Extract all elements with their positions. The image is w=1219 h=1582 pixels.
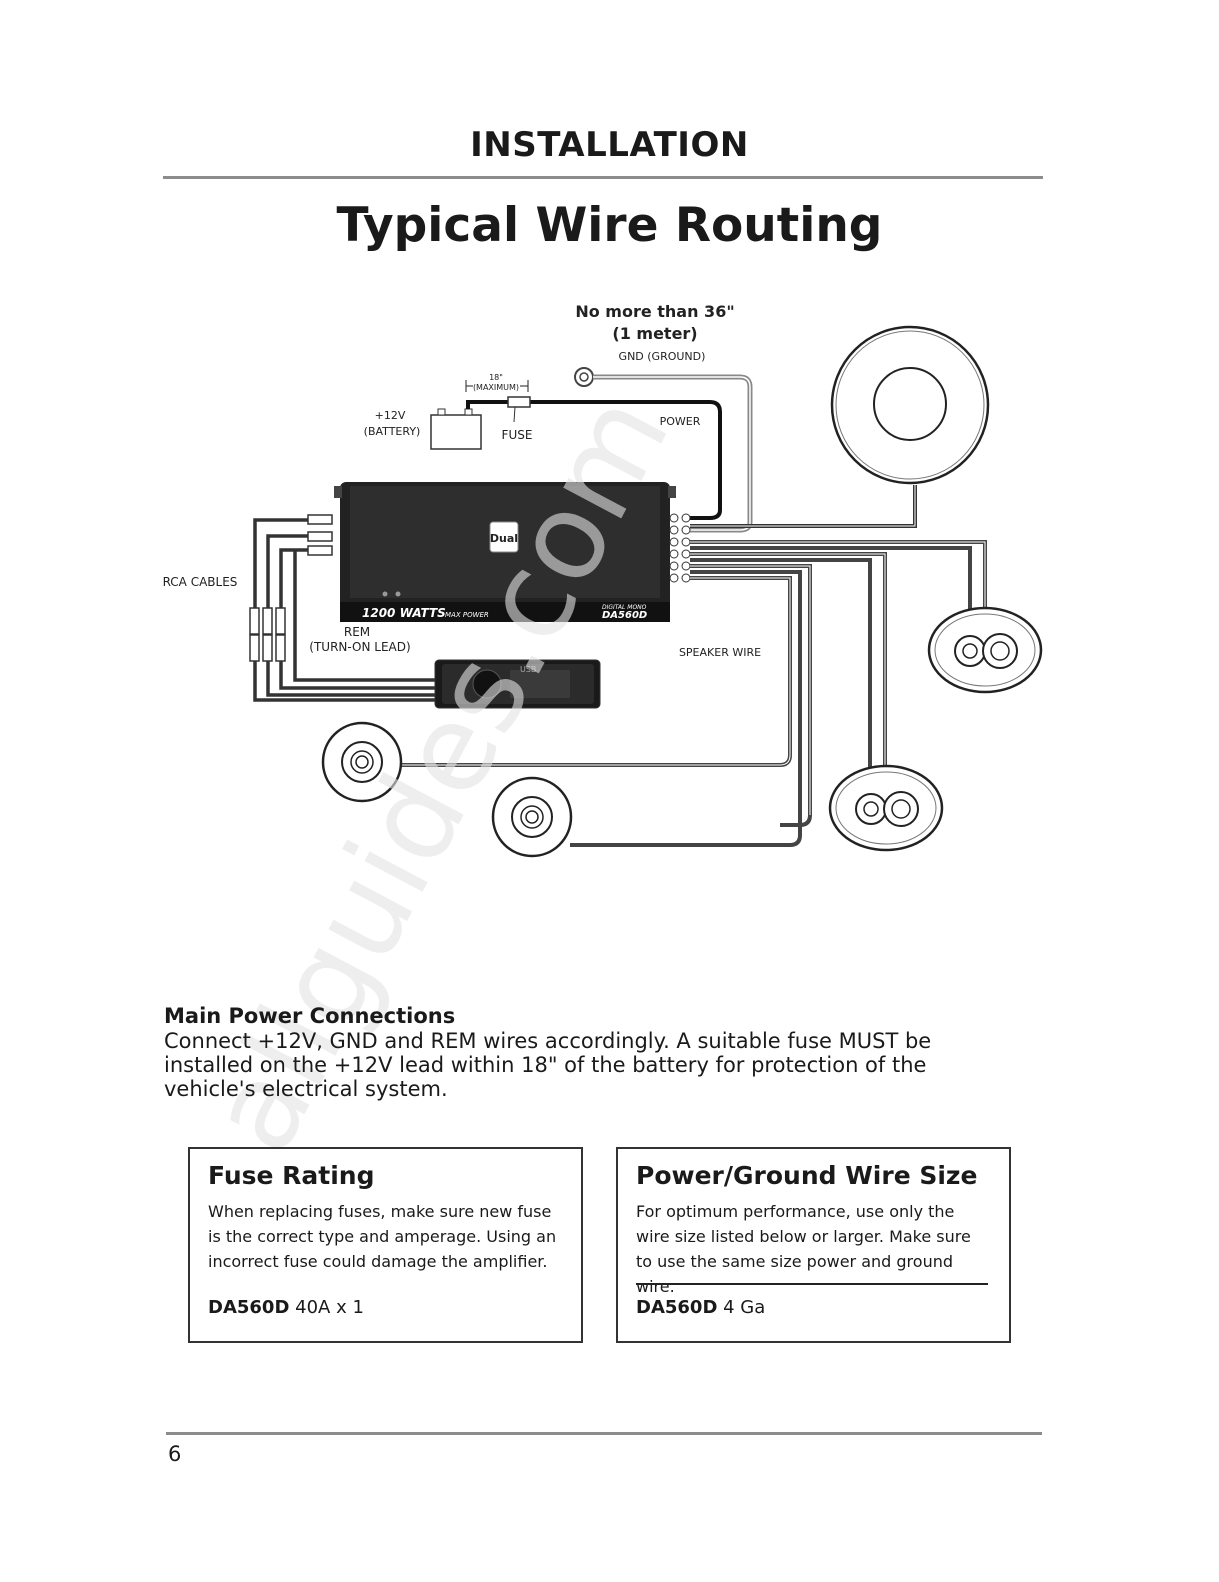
page-number: 6 (168, 1442, 182, 1466)
main-power-body: Connect +12V, GND and REM wires accordin… (164, 1029, 932, 1101)
speaker-front-left-icon (321, 721, 403, 803)
battery-label-line2: (BATTERY) (364, 425, 421, 438)
amp-model: DA560D (602, 610, 647, 621)
amp-terminals (669, 513, 691, 583)
amp-type: DIGITAL MONO (602, 604, 647, 611)
fuse-distance-line2: (MAXIMUM) (473, 383, 519, 392)
page-title: Typical Wire Routing (336, 198, 883, 253)
power-label: POWER (660, 415, 701, 428)
rca-label: RCA CABLES (163, 575, 238, 589)
bottom-divider (166, 1432, 1042, 1435)
main-power-heading: Main Power Connections (164, 1004, 456, 1028)
amplifier: Dual 1200 WATTS MAX POWER DIGITAL MONO D… (334, 482, 676, 622)
fuse-icon (507, 396, 531, 423)
wire-size-body: For optimum performance, use only the wi… (636, 1202, 971, 1296)
fuse-rating-spec: DA560D 40A x 1 (208, 1297, 364, 1318)
wire-size-divider (636, 1283, 988, 1285)
speaker-wire-label: SPEAKER WIRE (679, 646, 761, 659)
amp-watts: 1200 WATTS (362, 606, 446, 620)
fuse-rating-box: Fuse Rating When replacing fuses, make s… (188, 1147, 583, 1343)
speaker-front-right-icon (491, 776, 573, 858)
wire-size-value: 4 Ga (723, 1297, 766, 1318)
battery-label-line1: +12V (375, 409, 406, 422)
wire-size-box: Power/Ground Wire Size For optimum perfo… (616, 1147, 1011, 1343)
gnd-label: GND (GROUND) (619, 350, 706, 363)
speaker-rear-left-icon (828, 764, 944, 852)
rem-label-line2: (TURN-ON LEAD) (309, 640, 410, 654)
fuse-distance-line1: 18" (489, 373, 503, 382)
speaker-rear-right-icon (927, 606, 1043, 694)
amp-brand: Dual (490, 532, 518, 545)
ground-terminal (574, 367, 594, 387)
fuse-label: FUSE (502, 428, 533, 442)
battery-icon (430, 408, 482, 450)
distance-note-line2: (1 meter) (612, 324, 697, 343)
fuse-rating-model: DA560D (208, 1297, 290, 1318)
fuse-rating-title: Fuse Rating (208, 1161, 375, 1190)
fuse-rating-body: When replacing fuses, make sure new fuse… (208, 1202, 557, 1271)
fuse-rating-value: 40A x 1 (295, 1297, 364, 1318)
headunit-usb: USB (520, 665, 536, 674)
rem-label-line1: REM (344, 625, 370, 639)
wire-size-spec: DA560D 4 Ga (636, 1297, 765, 1318)
subwoofer-icon (830, 325, 990, 485)
wiring-diagram: No more than 36" (1 meter) GND (GROUND) … (150, 290, 1050, 870)
wire-size-title: Power/Ground Wire Size (636, 1161, 978, 1190)
amp-max-power: MAX POWER (445, 611, 489, 619)
distance-note-line1: No more than 36" (575, 302, 734, 321)
section-title: INSTALLATION (470, 125, 749, 165)
top-divider (163, 176, 1043, 179)
head-unit: USB (434, 659, 601, 709)
wire-size-model: DA560D (636, 1297, 718, 1318)
power-wire (466, 400, 722, 520)
rca-plugs (249, 514, 333, 662)
